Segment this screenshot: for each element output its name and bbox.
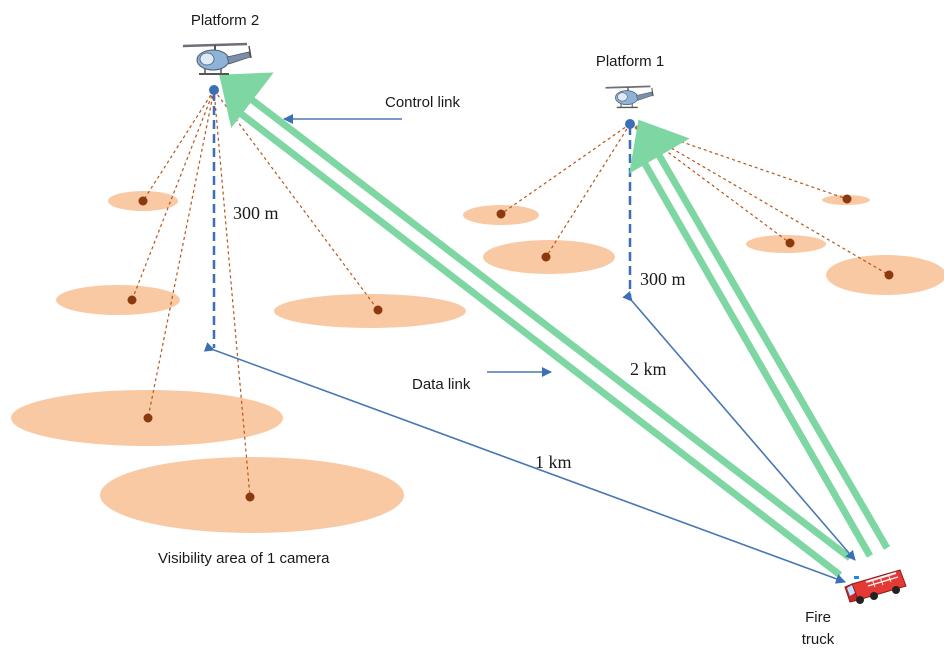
visibility-area (56, 285, 180, 315)
pointer-arrows (283, 114, 552, 377)
fire-truck-icon (844, 569, 907, 604)
platform-2-label: Platform 2 (191, 12, 259, 29)
altitude-label-platform-1: 300 m (640, 269, 686, 289)
fire-truck-label-line2: truck (802, 631, 835, 648)
helicopter-icon (605, 85, 654, 109)
distance-label-platform-2: 1 km (535, 452, 572, 472)
visibility-areas-platform-1 (463, 195, 944, 295)
fire-truck-label-line1: Fire (805, 609, 831, 626)
helicopter-icon (182, 42, 252, 75)
platform-1-point (625, 119, 635, 129)
platform-1-label: Platform 1 (596, 53, 664, 70)
platform-2-point (209, 85, 219, 95)
target-dots (127, 194, 894, 502)
distance-label-platform-1: 2 km (630, 359, 667, 379)
visibility-area-caption: Visibility area of 1 camera (158, 550, 330, 567)
control-link-label: Control link (385, 94, 461, 111)
altitude-label-platform-2: 300 m (233, 203, 279, 223)
data-link-label: Data link (412, 376, 471, 393)
visibility-area (274, 294, 466, 328)
distance-arrow-platform-1 (622, 290, 856, 561)
visibility-areas-platform-2 (11, 191, 466, 533)
distance-arrows (203, 290, 856, 584)
